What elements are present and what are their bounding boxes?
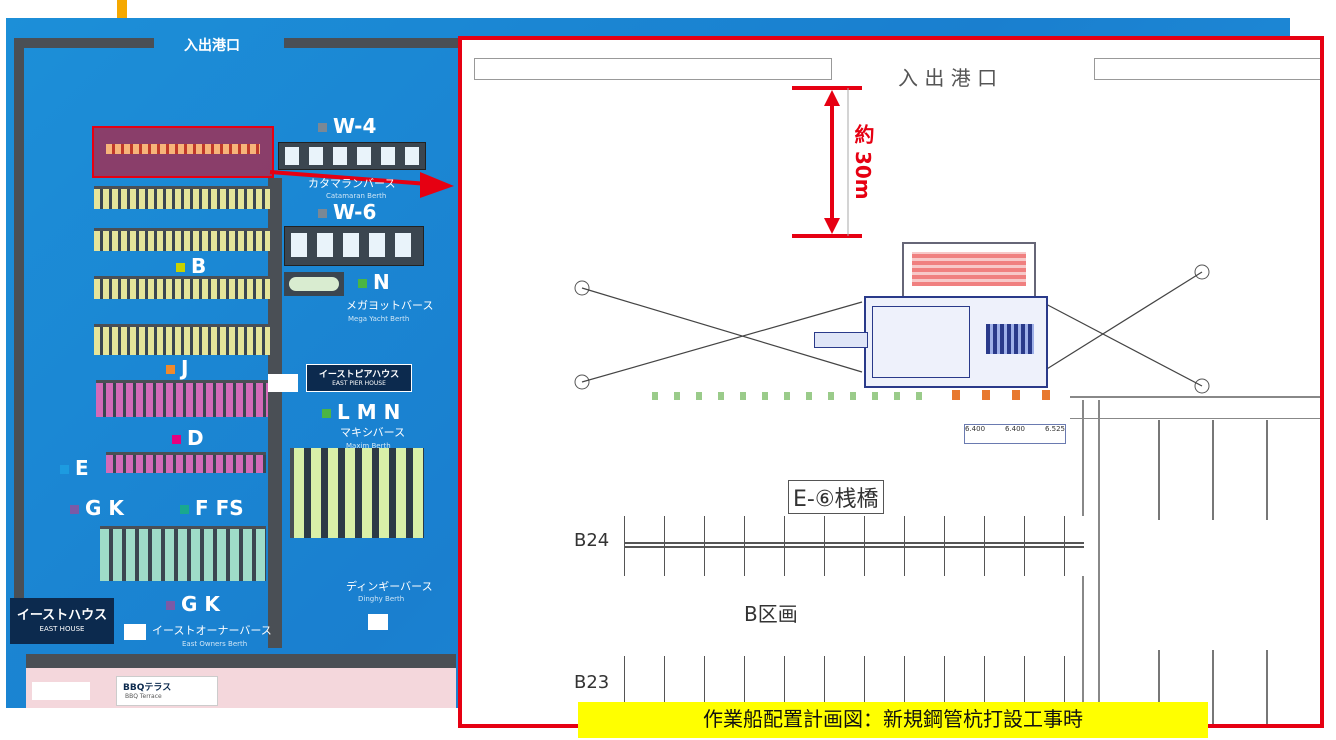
right-pier [1070,396,1320,419]
lmn-berths [290,448,424,538]
distance-label: 約 30m [851,124,875,200]
left-wall [14,38,24,598]
facility-icons [268,374,298,392]
east-pier-house-en: EAST PIER HOUSE [332,380,386,387]
gk2-label: G K [166,592,220,616]
breakwater-left [14,38,154,48]
w4-label: W-4 [318,114,376,138]
pile-driving-vessel [864,296,1048,388]
catamaran-label: カタマランバース [308,177,396,190]
w6-berths [284,226,424,266]
east-house: イーストハウス EAST HOUSE [10,598,114,644]
dim-1: 6.400 [965,425,986,433]
east-house-en: EAST HOUSE [39,625,85,633]
placement-drawing: 入 出 港 口 約 30m 6.400 6.400 6.525 [458,36,1324,728]
main-walkway [268,178,282,648]
e-label: E [60,456,89,480]
maxim-label-en: Maxim Berth [346,442,391,450]
berth-row [100,526,266,581]
b23-label: B23 [574,672,610,693]
b-label: B [176,254,206,278]
berth-row [106,452,266,473]
drawing-harbor-entrance: 入 出 港 口 [898,66,998,90]
d-label: D [172,426,204,450]
n-berths [284,272,344,296]
breakwater-right [284,38,464,48]
b24-label: B24 [574,530,610,551]
shore-area [26,668,456,708]
megayacht-label: メガヨットバース [346,299,434,312]
facility-icons [32,682,90,700]
harbor-entrance-label: 入出港口 [184,38,240,54]
breakwater-right-outline [1094,58,1320,80]
east-owners-label: イーストオーナーバース [152,624,272,637]
berth-row-highlighted [106,144,260,154]
n-label: N [358,270,390,294]
east-pier-house-jp: イーストピアハウス [318,370,400,380]
ffs-label: F FS [180,496,244,520]
east-pier-house: イーストピアハウス EAST PIER HOUSE [306,364,412,392]
car-berths [1106,420,1320,520]
bbq-en: BBQ Terrace [125,693,162,700]
megayacht-label-en: Mega Yacht Berth [348,315,410,323]
anchor-lines [574,264,1210,394]
gk-label: G K [70,496,124,520]
crane-boom [814,332,868,348]
w6-label: W-6 [318,200,376,224]
pile-dimensions: 6.400 6.400 6.525 [964,424,1066,444]
j-label: J [166,356,188,380]
berth-row [94,324,270,355]
breakwater-left-outline [474,58,832,80]
lmn-label: L M N [322,400,400,424]
w4-berths [278,142,426,170]
pointer-arrow-icon [269,170,454,198]
block-label: B区画 [744,602,798,626]
drawing-caption: 作業船配置計画図：新規鋼管杭打設工事時 [578,702,1208,738]
dinghy-label: ディンギーバース [346,580,433,593]
boat-icon [124,624,146,640]
maxim-label: マキシバース [340,426,406,439]
b24-pier [624,516,1084,576]
dinghy-label-en: Dinghy Berth [358,595,405,603]
dim-3: 6.525 [1044,425,1065,433]
catamaran-label-en: Catamaran Berth [326,192,387,200]
east-house-jp: イーストハウス [16,608,108,623]
bbq-terrace: BBQテラス BBQ Terrace [116,676,218,706]
distance-dimension [792,86,862,238]
berth-row [94,186,270,209]
work-barge [902,242,1036,300]
pier-label: E-⑥桟橋 [788,480,884,514]
pier-walkway [1082,400,1100,724]
pile-markers [652,392,932,400]
east-owners-label-en: East Owners Berth [182,640,248,648]
dim-2: 6.400 [1004,425,1026,433]
bbq-jp: BBQテラス [123,683,172,693]
new-pile-markers [952,390,1062,400]
berth-row [94,276,270,299]
dinghy-icon [368,614,388,630]
berth-row [96,380,268,417]
berth-row [94,228,270,251]
bottom-promenade [26,654,456,670]
